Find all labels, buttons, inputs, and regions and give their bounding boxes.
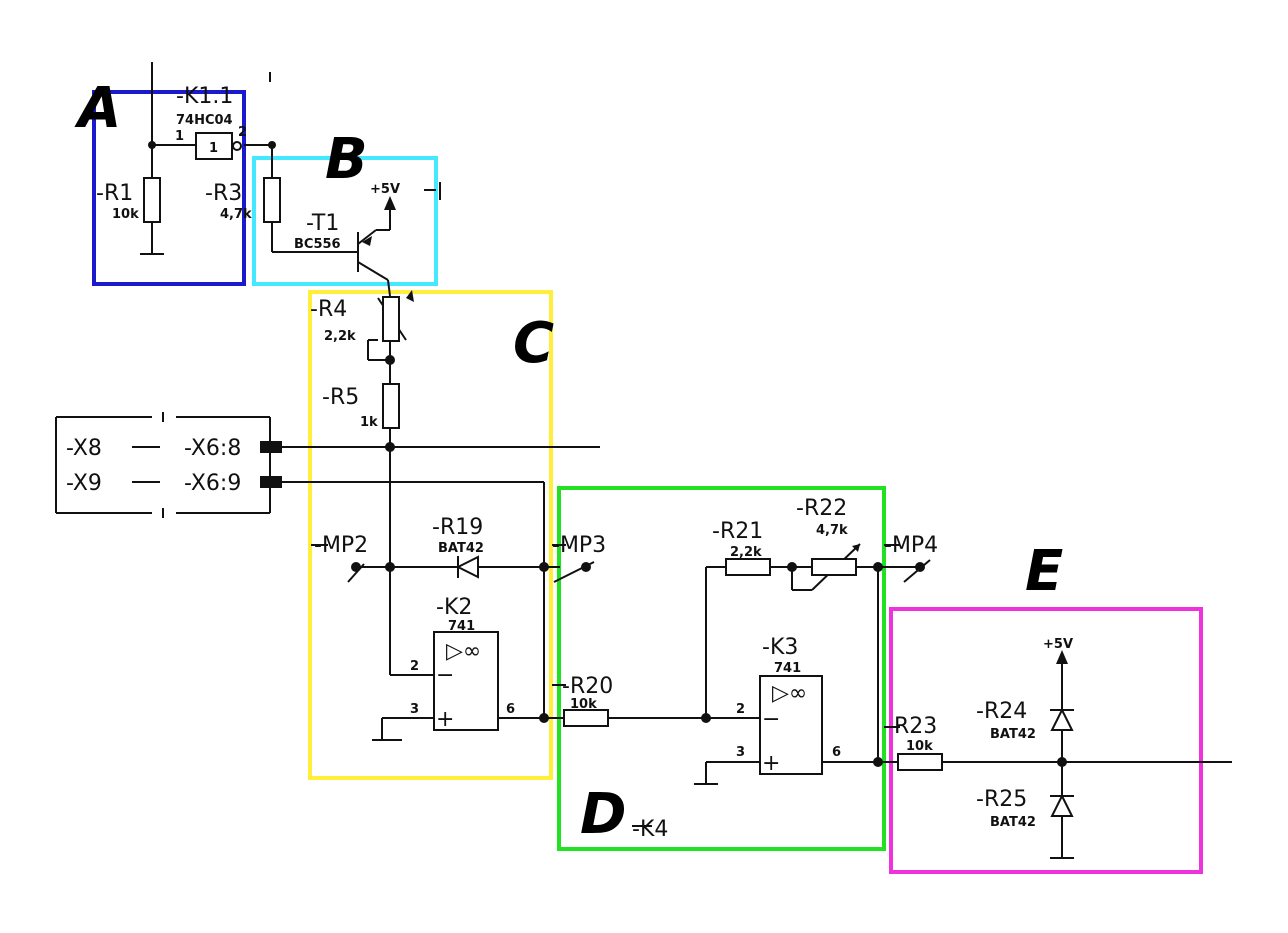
k2-value: 741 — [448, 619, 475, 634]
r21-ref: -R21 — [712, 519, 763, 544]
resistor-r23 — [897, 753, 943, 771]
opamp-k3 — [759, 675, 823, 775]
section-c-letter: C — [513, 311, 554, 376]
k2-minus-sign: − — [436, 663, 454, 688]
mp3-ref: -MP3 — [552, 533, 606, 558]
r1-value: 10k — [112, 207, 139, 222]
section-d-box — [557, 486, 886, 851]
section-a-wiring — [140, 62, 276, 255]
x8-right-label: -X6:8 — [184, 436, 241, 461]
r4-value: 2,2k — [324, 329, 356, 344]
diode-r19 — [455, 555, 479, 579]
x9-left-label: -X9 — [66, 471, 102, 496]
r25-ref: -R25 — [976, 787, 1027, 812]
section-e-letter: E — [1025, 539, 1063, 604]
resistor-r3 — [263, 177, 281, 223]
section-e-wiring — [942, 660, 1232, 859]
diode-r24 — [1050, 707, 1074, 731]
k3-pin-plus: 3 — [736, 745, 745, 760]
k1-value: 74HC04 — [176, 113, 233, 128]
r22-ref: -R22 — [796, 496, 847, 521]
section-a-box — [92, 90, 246, 286]
k1-pin1: 1 — [175, 129, 184, 144]
resistor-r4 — [382, 296, 400, 342]
r23-value: 10k — [906, 739, 933, 754]
mp2-ref: -MP2 — [314, 533, 368, 558]
section-b-wiring — [271, 182, 441, 297]
k2-pin-plus: 3 — [410, 702, 419, 717]
r3-value: 4,7k — [220, 207, 252, 222]
k3-minus-sign: − — [762, 707, 780, 732]
opamp-k2 — [433, 631, 499, 731]
resistor-r5 — [382, 383, 400, 429]
r21-value: 2,2k — [730, 545, 762, 560]
r19-value: BAT42 — [438, 541, 484, 556]
r4-ref: -R4 — [310, 297, 347, 322]
diode-r25 — [1050, 793, 1074, 817]
section-b-letter: B — [325, 127, 368, 192]
section-b-box — [252, 156, 438, 286]
k1-gate: 1 — [209, 141, 218, 156]
k1-pin2: 2 — [238, 125, 247, 140]
section-a-letter: A — [74, 76, 121, 141]
vcc2-label: +5V — [1043, 637, 1073, 652]
k2-plus-sign: + — [436, 707, 454, 732]
r25-value: BAT42 — [990, 815, 1036, 830]
k4-ref: -K4 — [632, 817, 668, 842]
r22-arrow-head — [852, 544, 860, 552]
r19-ref: -R19 — [432, 515, 483, 540]
vcc1-arrow — [384, 196, 396, 210]
x8-left-label: -X8 — [66, 436, 102, 461]
resistor-r21 — [725, 558, 771, 576]
r20-value: 10k — [570, 697, 597, 712]
t1-emitter-arrow — [362, 236, 372, 246]
k2-symbol: ▷∞ — [446, 639, 481, 664]
vcc2-arrow — [1056, 650, 1068, 664]
k3-ref: -K3 — [762, 635, 798, 660]
r24-ref: -R24 — [976, 699, 1027, 724]
r22-value: 4,7k — [816, 523, 848, 538]
k2-pin-out: 6 — [506, 702, 515, 717]
r24-value: BAT42 — [990, 727, 1036, 742]
k3-pin-minus: 2 — [736, 702, 745, 717]
resistor-r22 — [811, 558, 857, 576]
connector-x8-x9 — [55, 412, 282, 518]
section-c-wiring — [278, 296, 600, 741]
mp4-ref: -MP4 — [884, 533, 938, 558]
k3-value: 741 — [774, 661, 801, 676]
t1-ref: -T1 — [306, 211, 339, 236]
r1-ref: -R1 — [96, 181, 133, 206]
r23-ref: -R23 — [886, 714, 937, 739]
section-d-wiring — [608, 543, 931, 827]
r5-ref: -R5 — [322, 385, 359, 410]
r5-value: 1k — [360, 415, 378, 430]
vcc1-label: +5V — [370, 182, 400, 197]
section-c-box — [308, 290, 553, 780]
resistor-r1 — [143, 177, 161, 223]
inverter-bubble — [232, 141, 242, 151]
k1-ref: -K1.1 — [176, 84, 233, 109]
t1-value: BC556 — [294, 237, 341, 252]
k3-symbol: ▷∞ — [772, 681, 807, 706]
k3-plus-sign: + — [762, 751, 780, 776]
k3-pin-out: 6 — [832, 745, 841, 760]
k2-pin-minus: 2 — [410, 659, 419, 674]
r4-arrow-head — [406, 290, 414, 302]
x9-right-label: -X6:9 — [184, 471, 241, 496]
resistor-r20 — [563, 709, 609, 727]
r3-ref: -R3 — [205, 181, 242, 206]
r20-ref: -R20 — [562, 674, 613, 699]
section-d-letter: D — [580, 782, 626, 847]
section-e-box — [889, 607, 1203, 874]
k2-ref: -K2 — [436, 595, 472, 620]
